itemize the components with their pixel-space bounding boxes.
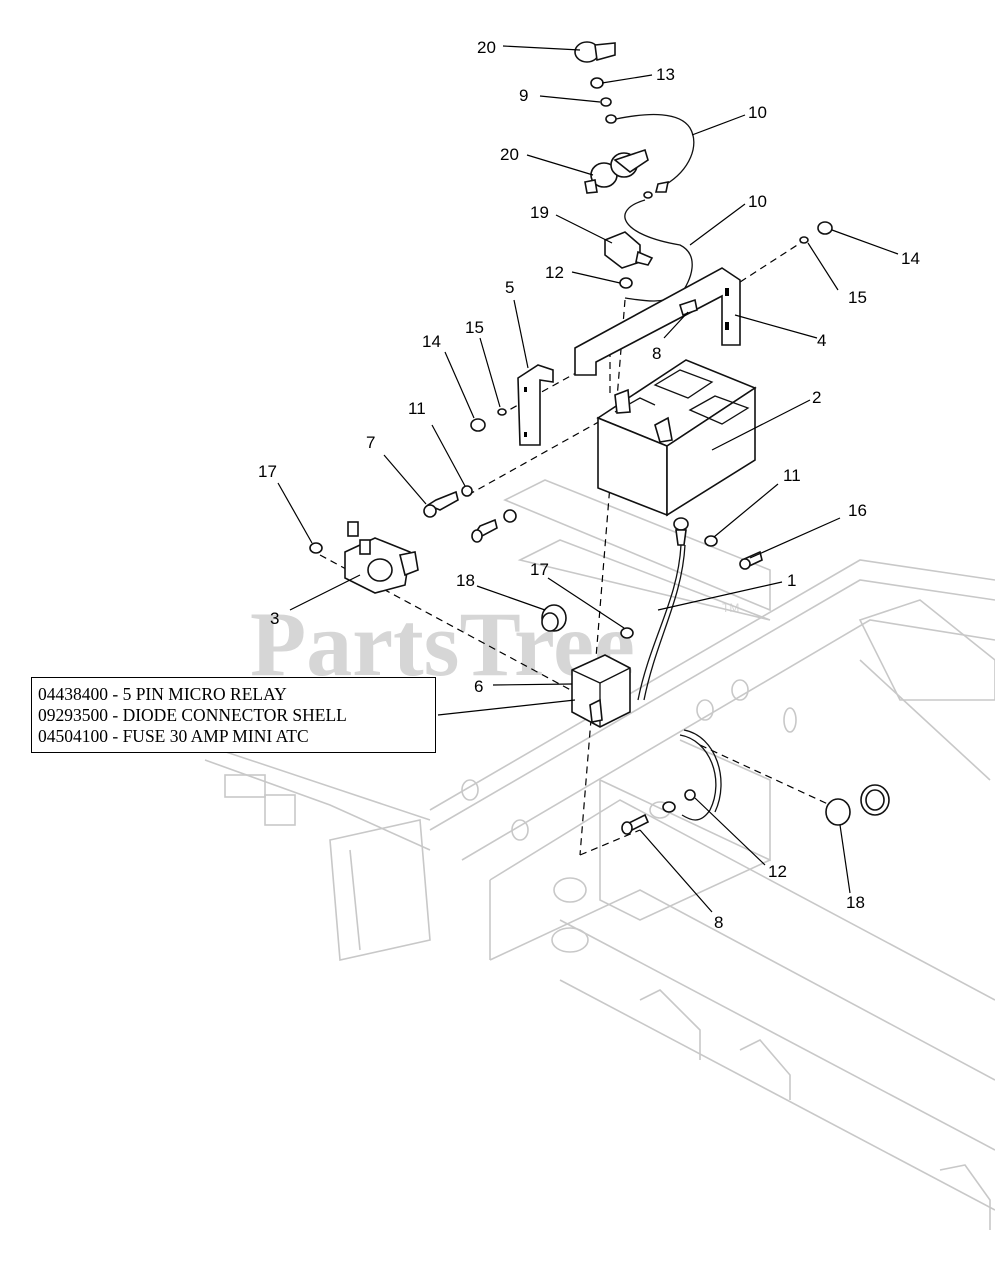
nut-13	[590, 77, 604, 89]
callout-6: 6	[474, 677, 483, 696]
grommet-18-right	[825, 784, 890, 826]
callout-2: 2	[812, 388, 821, 407]
callout-7: 7	[366, 433, 375, 452]
callout-3: 3	[270, 609, 279, 628]
screw-17	[309, 542, 634, 639]
hardware-left	[470, 408, 507, 432]
callout-19: 19	[530, 203, 549, 222]
callout-1: 1	[787, 571, 796, 590]
lower-cable	[679, 729, 722, 821]
terminal-boot-19	[604, 231, 654, 269]
note-line-relay: 04438400 - 5 PIN MICRO RELAY	[38, 684, 287, 704]
callout-10-lower: 10	[748, 192, 767, 211]
parts	[309, 41, 890, 835]
cable-10-upper	[605, 113, 695, 199]
grommet-18-left	[541, 604, 567, 632]
bolt-8-lower	[621, 801, 676, 835]
note-line-diode: 09293500 - DIODE CONNECTOR SHELL	[38, 705, 347, 725]
callout-14-right: 14	[901, 249, 920, 268]
nut-12-upper	[619, 277, 633, 289]
callout-11-right: 11	[783, 466, 801, 485]
washer-9	[600, 97, 612, 107]
tractor-frame	[204, 479, 995, 1230]
callout-4: 4	[817, 331, 826, 350]
bolt-frame	[471, 509, 517, 543]
washer-bolt-right	[704, 535, 763, 570]
callout-5: 5	[505, 278, 514, 297]
callout-11-left: 11	[408, 399, 426, 418]
terminal-boot-double	[584, 148, 649, 194]
callout-12-lower: 12	[768, 862, 787, 881]
callout-15-right: 15	[848, 288, 867, 307]
callout-18-right: 18	[846, 893, 865, 912]
micro-relay	[571, 654, 631, 728]
part-number-note: 04438400 - 5 PIN MICRO RELAY 09293500 - …	[31, 677, 436, 753]
callout-9: 9	[519, 86, 528, 105]
callout-17-mid: 17	[530, 560, 549, 579]
callout-14-left: 14	[422, 332, 441, 351]
callout-12-upper: 12	[545, 263, 564, 282]
callout-13: 13	[656, 65, 675, 84]
callout-16: 16	[848, 501, 867, 520]
ground-cable	[637, 517, 689, 701]
starter-solenoid	[344, 521, 419, 594]
callout-10-upper: 10	[748, 103, 767, 122]
j-bolt-bracket	[517, 364, 554, 446]
callout-17-left: 17	[258, 462, 277, 481]
note-line-fuse: 04504100 - FUSE 30 AMP MINI ATC	[38, 726, 309, 746]
hardware-right	[799, 221, 833, 244]
callout-8-upper: 8	[652, 344, 661, 363]
cable-10-lower	[624, 199, 693, 302]
battery-hold-down-bracket	[574, 267, 741, 376]
leader-lines	[277, 45, 899, 913]
callout-18-left: 18	[456, 571, 475, 590]
bolt-7-washer-11	[423, 485, 473, 518]
callout-20-top: 20	[477, 38, 496, 57]
callouts: 20 13 9 10 20 19 10 14 15 12 5 4 8 14 15…	[258, 38, 920, 932]
callout-15-left: 15	[465, 318, 484, 337]
terminal-boot-top	[574, 41, 616, 63]
callout-20-double: 20	[500, 145, 519, 164]
battery	[596, 359, 757, 517]
callout-8-lower: 8	[714, 913, 723, 932]
